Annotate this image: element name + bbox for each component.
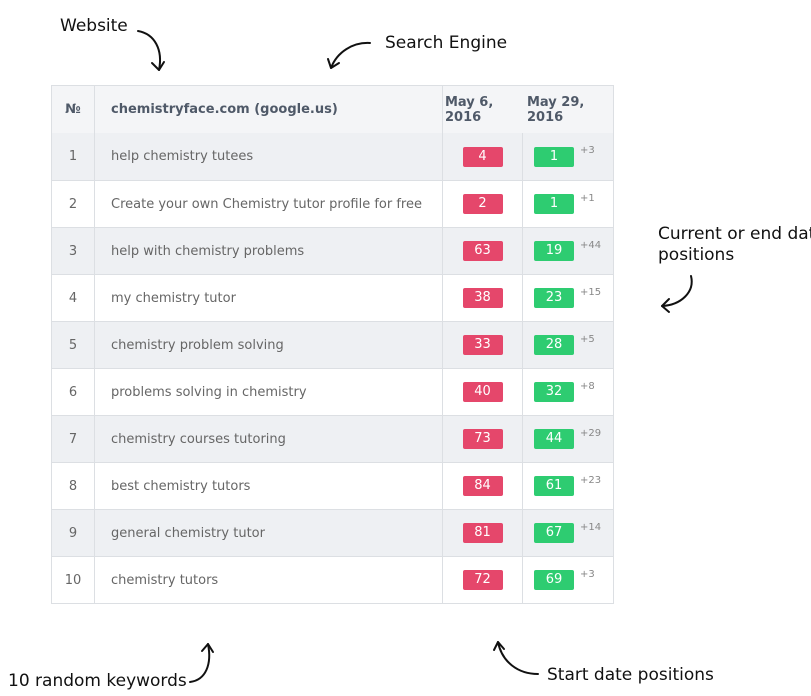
row-number: 10 <box>52 557 95 603</box>
start-position-cell: 73 <box>443 416 523 462</box>
end-position-badge: 32 <box>534 382 574 402</box>
current-positions-annotation-line2: positions <box>658 245 735 265</box>
keyword-cell: best chemistry tutors <box>95 463 443 509</box>
start-position-badge: 84 <box>462 476 503 496</box>
end-position-badge: 19 <box>534 241 574 261</box>
position-change: +5 <box>580 334 595 345</box>
search-engine-annotation: Search Engine <box>385 33 508 53</box>
current-positions-annotation-line1: Current or end date <box>658 224 811 244</box>
start-positions-arrow-icon <box>493 641 539 675</box>
keyword-cell: my chemistry tutor <box>95 275 443 321</box>
keyword-cell: problems solving in chemistry <box>95 369 443 415</box>
start-position-cell: 72 <box>443 557 523 603</box>
end-position-cell: 61 +23 <box>523 463 613 509</box>
position-change: +1 <box>580 193 595 204</box>
rankings-table: № chemistryface.com (google.us) May 6, 2… <box>51 85 614 604</box>
end-position-cell: 32 +8 <box>523 369 613 415</box>
position-change: +29 <box>580 428 602 439</box>
position-change: +3 <box>580 145 595 156</box>
position-change: +3 <box>580 569 595 580</box>
start-position-badge: 40 <box>462 382 503 402</box>
row-number: 4 <box>52 275 95 321</box>
header-site: chemistryface.com (google.us) <box>95 86 443 133</box>
keyword-cell: general chemistry tutor <box>95 510 443 556</box>
website-arrow-icon <box>137 30 165 71</box>
start-position-badge: 63 <box>462 241 503 261</box>
current-positions-arrow-icon <box>661 275 693 313</box>
end-position-badge: 23 <box>534 288 574 308</box>
row-number: 6 <box>52 369 95 415</box>
position-change: +23 <box>580 475 602 486</box>
row-number: 5 <box>52 322 95 368</box>
start-position-cell: 63 <box>443 228 523 274</box>
keywords-arrow-icon <box>189 643 214 683</box>
end-position-cell: 69 +3 <box>523 557 613 603</box>
end-position-cell: 23 +15 <box>523 275 613 321</box>
keyword-cell: help with chemistry problems <box>95 228 443 274</box>
header-number: № <box>52 86 95 133</box>
row-number: 3 <box>52 228 95 274</box>
keyword-cell: chemistry courses tutoring <box>95 416 443 462</box>
end-position-badge: 1 <box>534 194 574 214</box>
row-number: 7 <box>52 416 95 462</box>
end-position-cell: 19 +44 <box>523 228 613 274</box>
start-position-cell: 81 <box>443 510 523 556</box>
keyword-cell: help chemistry tutees <box>95 133 443 180</box>
keywords-annotation: 10 random keywords <box>8 671 187 691</box>
keyword-cell: Create your own Chemistry tutor profile … <box>95 181 443 227</box>
start-position-cell: 2 <box>443 181 523 227</box>
end-position-badge: 28 <box>534 335 574 355</box>
end-position-badge: 61 <box>534 476 574 496</box>
start-position-badge: 72 <box>462 570 503 590</box>
position-change: +44 <box>580 240 602 251</box>
position-change: +14 <box>580 522 602 533</box>
end-position-badge: 1 <box>534 146 574 167</box>
header-start-date: May 6, 2016 <box>445 94 494 125</box>
start-position-cell: 33 <box>443 322 523 368</box>
start-position-cell: 84 <box>443 463 523 509</box>
end-position-badge: 67 <box>534 523 574 543</box>
row-number: 9 <box>52 510 95 556</box>
end-position-cell: 67 +14 <box>523 510 613 556</box>
end-position-cell: 1 +1 <box>523 181 613 227</box>
website-annotation: Website <box>60 16 128 36</box>
start-position-cell: 38 <box>443 275 523 321</box>
start-position-cell: 40 <box>443 369 523 415</box>
position-change: +15 <box>580 287 602 298</box>
start-position-badge: 73 <box>462 429 503 449</box>
start-position-badge: 81 <box>462 523 503 543</box>
keyword-cell: chemistry problem solving <box>95 322 443 368</box>
row-number: 8 <box>52 463 95 509</box>
search-engine-arrow-icon <box>327 41 371 69</box>
row-number: 1 <box>52 133 95 180</box>
start-position-cell: 4 <box>443 133 523 180</box>
start-positions-annotation: Start date positions <box>547 665 714 685</box>
end-position-badge: 69 <box>534 570 574 590</box>
table-header-row: № chemistryface.com (google.us) May 6, 2… <box>52 86 613 133</box>
position-change: +8 <box>580 381 595 392</box>
start-position-badge: 38 <box>462 288 503 308</box>
end-position-cell: 44 +29 <box>523 416 613 462</box>
start-position-badge: 4 <box>462 146 503 167</box>
start-position-badge: 2 <box>462 194 503 214</box>
end-position-cell: 1 +3 <box>523 133 613 180</box>
end-position-badge: 44 <box>534 429 574 449</box>
start-position-badge: 33 <box>462 335 503 355</box>
header-end-date: May 29, 2016 <box>527 94 585 125</box>
row-number: 2 <box>52 181 95 227</box>
keyword-cell: chemistry tutors <box>95 557 443 603</box>
end-position-cell: 28 +5 <box>523 322 613 368</box>
